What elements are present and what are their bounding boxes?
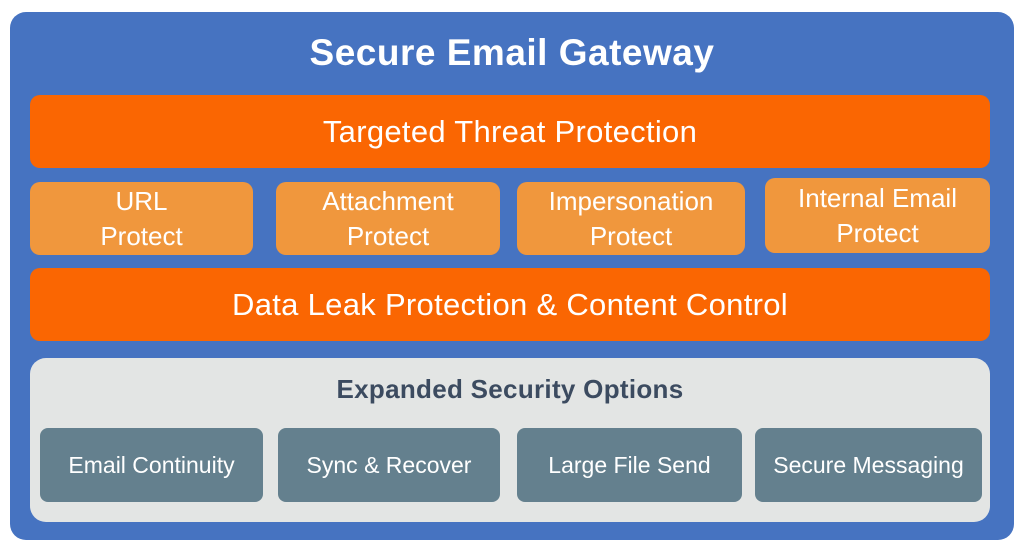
diagram-title: Secure Email Gateway: [309, 32, 715, 73]
sync-and-recover-label: Sync & Recover: [306, 451, 472, 478]
internal-email-protect-line1: Internal Email: [798, 182, 957, 213]
internal-email-protect-box: Internal Email Protect: [765, 178, 990, 253]
attachment-protect-line1: Attachment: [322, 185, 454, 216]
email-continuity-label: Email Continuity: [68, 451, 235, 478]
impersonation-protect-line2: Protect: [589, 220, 673, 251]
internal-email-protect-line2: Protect: [836, 217, 919, 248]
large-file-send-label: Large File Send: [548, 451, 711, 478]
expanded-security-options-heading: Expanded Security Options: [336, 374, 684, 404]
url-protect-line2: Protect: [100, 220, 183, 251]
impersonation-protect-box: Impersonation Protect: [517, 182, 745, 255]
secure-messaging-label: Secure Messaging: [773, 451, 964, 478]
expanded-security-options-panel: Expanded Security Options Email Continui…: [30, 358, 990, 522]
data-leak-protection-bar: Data Leak Protection & Content Control: [30, 268, 990, 341]
attachment-protect-line2: Protect: [346, 220, 430, 251]
sync-and-recover-box: Sync & Recover: [278, 428, 500, 502]
url-protect-line1: URL: [115, 185, 168, 216]
data-leak-protection-label: Data Leak Protection & Content Control: [232, 286, 788, 322]
large-file-send-box: Large File Send: [517, 428, 742, 502]
secure-email-gateway-panel: Secure Email Gateway Targeted Threat Pro…: [10, 12, 1014, 540]
attachment-protect-box: Attachment Protect: [276, 182, 500, 255]
secure-messaging-box: Secure Messaging: [755, 428, 982, 502]
targeted-threat-protection-bar: Targeted Threat Protection: [30, 95, 990, 168]
url-protect-box: URL Protect: [30, 182, 253, 255]
impersonation-protect-line1: Impersonation: [548, 185, 714, 216]
email-continuity-box: Email Continuity: [40, 428, 263, 502]
targeted-threat-protection-label: Targeted Threat Protection: [322, 113, 698, 149]
